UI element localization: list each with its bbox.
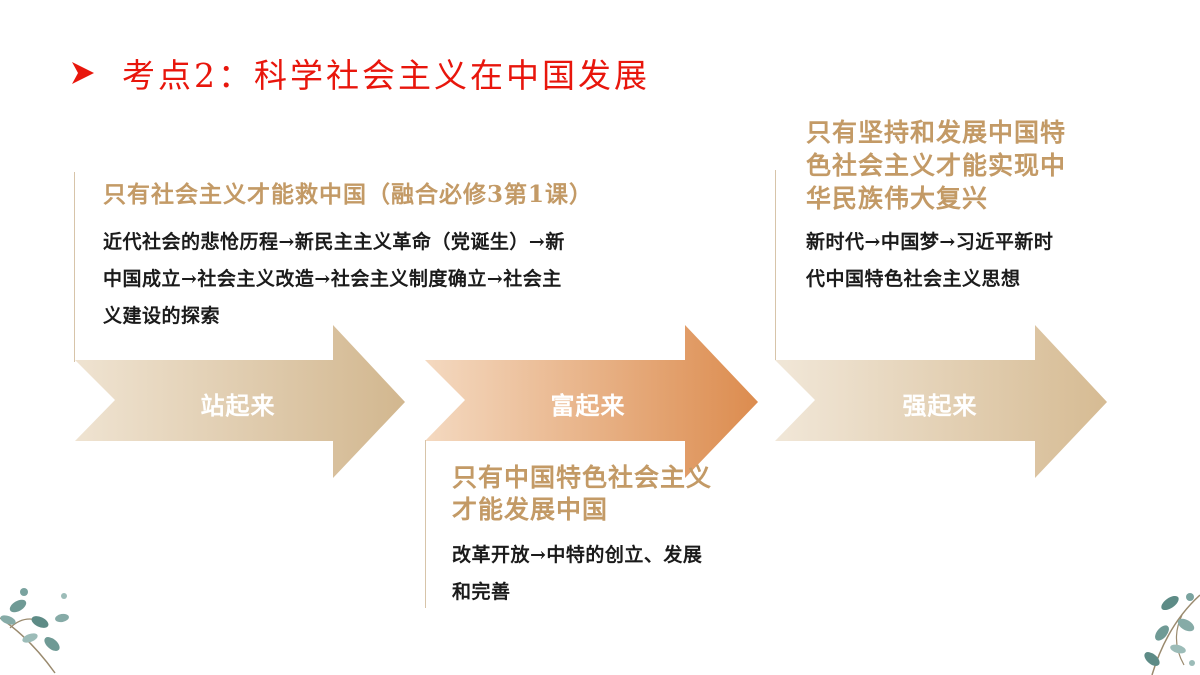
stage2-heading-line: 才能发展中国 — [452, 495, 609, 524]
stage3-line: 新时代→中国梦→习近平新时 — [806, 231, 1054, 253]
arrow-label-stand-up: 站起来 — [200, 391, 276, 420]
arrowhead-icon — [72, 62, 94, 84]
stage3-heading-line: 华民族伟大复兴 — [806, 184, 989, 213]
stage1-divider — [74, 172, 75, 362]
stage2-body: 改革开放→中特的创立、发展 和完善 — [452, 537, 702, 611]
arrow-stage-3 — [775, 325, 1107, 478]
arrow-stage-2 — [425, 325, 758, 478]
stage1-line: 近代社会的悲怆历程→新民主主义革命（党诞生）→新 — [103, 231, 565, 253]
stage2-heading: 只有中国特色社会主义 才能发展中国 — [452, 462, 712, 526]
stage3-divider — [775, 170, 776, 360]
stage1-body: 近代社会的悲怆历程→新民主主义革命（党诞生）→新 中国成立→社会主义改造→社会主… — [103, 224, 565, 335]
stage3-line: 代中国特色社会主义思想 — [806, 268, 1021, 290]
stage3-heading-line: 色社会主义才能实现中 — [806, 151, 1067, 180]
stage1-line: 中国成立→社会主义改造→社会主义制度确立→社会主 — [103, 268, 562, 290]
stage1-line: 义建设的探索 — [103, 305, 221, 327]
stage3-heading-line: 只有坚持和发展中国特 — [806, 118, 1067, 147]
stage3-body: 新时代→中国梦→习近平新时 代中国特色社会主义思想 — [806, 224, 1053, 298]
arrow-label-get-strong: 强起来 — [902, 391, 978, 420]
page-title: 考点2：科学社会主义在中国发展 — [70, 48, 650, 98]
page-title-text: 考点2：科学社会主义在中国发展 — [122, 56, 650, 95]
floral-decoration-right-icon — [1144, 593, 1200, 675]
stage2-divider — [425, 440, 426, 608]
floral-decoration-left-icon — [0, 588, 69, 674]
stage2-line: 和完善 — [452, 581, 511, 603]
stage2-heading-line: 只有中国特色社会主义 — [452, 463, 713, 492]
stage1-heading: 只有社会主义才能救中国（融合必修3第1课） — [103, 181, 594, 208]
stage2-line: 改革开放→中特的创立、发展 — [452, 544, 703, 566]
arrow-label-get-rich: 富起来 — [550, 391, 626, 420]
arrow-stage-1 — [75, 325, 405, 478]
stage3-heading: 只有坚持和发展中国特 色社会主义才能实现中 华民族伟大复兴 — [806, 116, 1066, 215]
